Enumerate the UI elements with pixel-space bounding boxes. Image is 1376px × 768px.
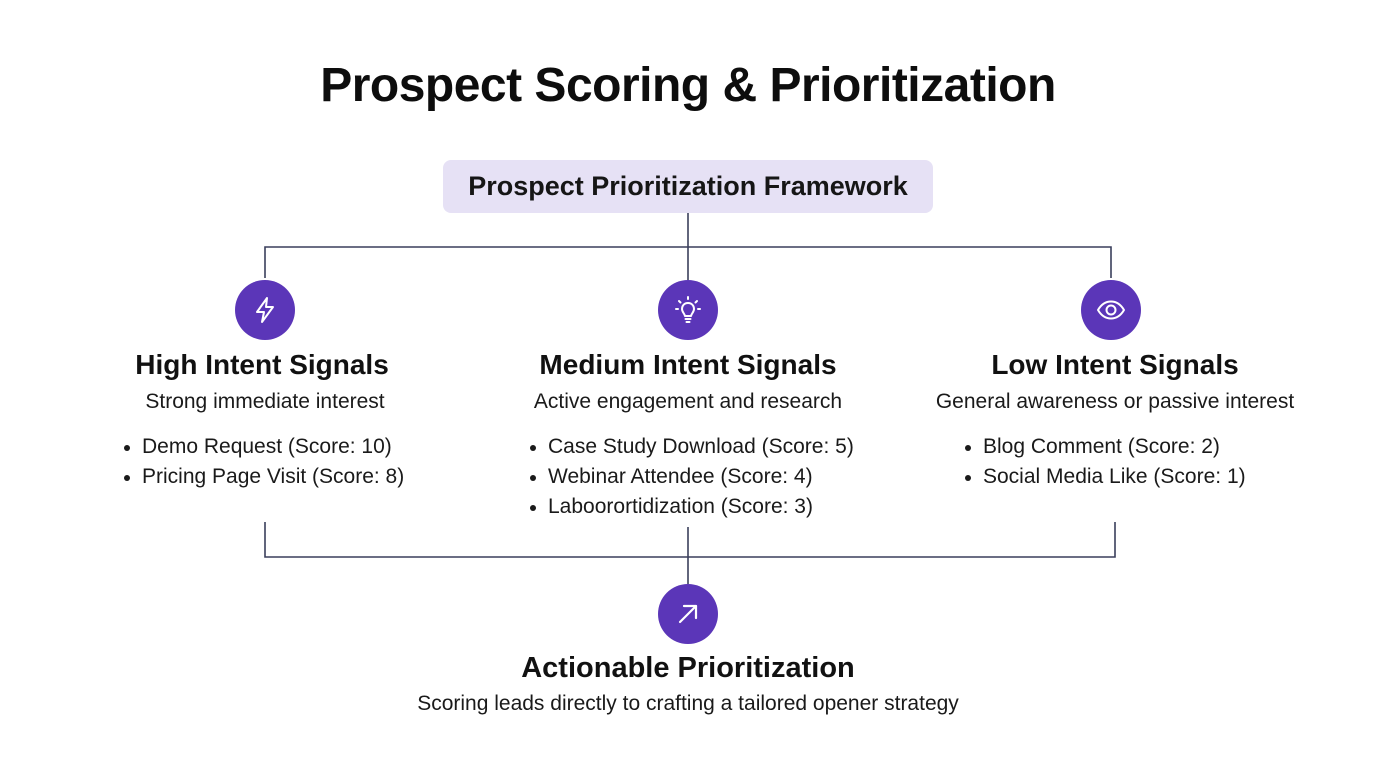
page-title: Prospect Scoring & Prioritization	[320, 59, 1056, 112]
outcome-icon-badge	[658, 584, 718, 644]
list-item: Pricing Page Visit (Score: 8)	[122, 462, 404, 492]
low-intent-icon-badge	[1081, 280, 1141, 340]
high-intent-subtitle: Strong immediate interest	[145, 390, 385, 413]
connector-bottom-bar	[264, 522, 1116, 558]
outcome-title: Actionable Prioritization	[521, 652, 855, 684]
framework-box: Prospect Prioritization Framework	[443, 160, 933, 213]
low-intent-subtitle: General awareness or passive interest	[935, 390, 1295, 413]
list-item: Webinar Attendee (Score: 4)	[528, 462, 854, 492]
medium-intent-icon-badge	[658, 280, 718, 340]
medium-intent-list: Case Study Download (Score: 5) Webinar A…	[528, 432, 854, 522]
list-item: Blog Comment (Score: 2)	[963, 432, 1246, 462]
list-item: Case Study Download (Score: 5)	[528, 432, 854, 462]
lightning-icon	[256, 297, 274, 323]
medium-intent-subtitle: Active engagement and research	[533, 390, 843, 413]
list-item: Demo Request (Score: 10)	[122, 432, 404, 462]
outcome-subtitle: Scoring leads directly to crafting a tai…	[417, 692, 959, 715]
lightbulb-icon	[675, 296, 701, 323]
high-intent-list: Demo Request (Score: 10) Pricing Page Vi…	[122, 432, 404, 492]
low-intent-title: Low Intent Signals	[991, 349, 1239, 380]
medium-intent-title: Medium Intent Signals	[539, 349, 837, 380]
arrow-up-right-icon	[678, 604, 698, 624]
high-intent-title: High Intent Signals	[135, 349, 389, 380]
eye-icon	[1097, 300, 1125, 320]
list-item: Laboorortidization (Score: 3)	[528, 492, 854, 522]
low-intent-list: Blog Comment (Score: 2) Social Media Lik…	[963, 432, 1246, 492]
high-intent-icon-badge	[235, 280, 295, 340]
list-item: Social Media Like (Score: 1)	[963, 462, 1246, 492]
